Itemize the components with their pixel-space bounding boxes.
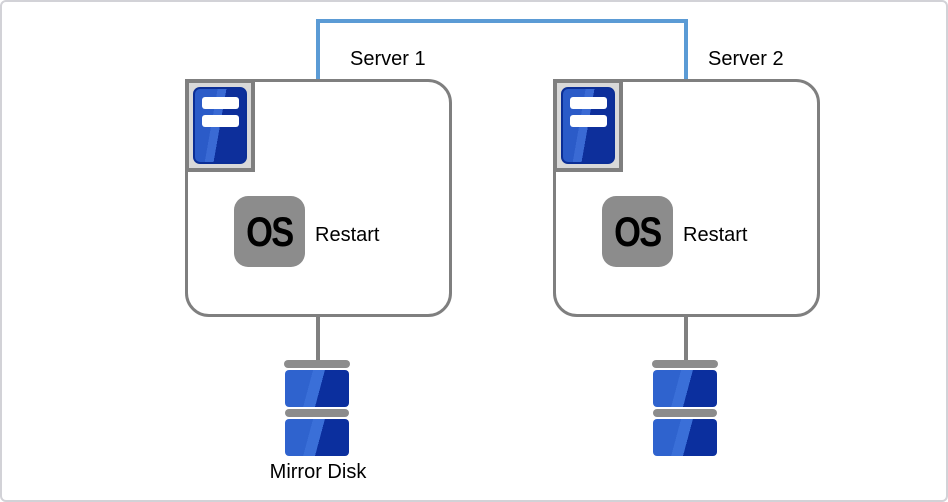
disk-segment — [653, 370, 717, 407]
server1-disk-connector-line — [316, 316, 320, 361]
disk-segment — [653, 419, 717, 456]
mirror-disk-icon — [652, 360, 718, 456]
server-tower-icon — [561, 87, 615, 164]
tower-slot-icon — [570, 115, 607, 127]
server1-restart-label: Restart — [315, 224, 380, 246]
disk-separator — [285, 409, 349, 417]
tower-slot-icon — [202, 115, 239, 127]
os-badge-icon: OS — [234, 196, 305, 267]
server2-icon-frame — [553, 79, 623, 172]
server1-label: Server 1 — [350, 48, 426, 70]
disk-segment — [285, 370, 349, 407]
mirror-disk-label: Mirror Disk — [269, 461, 367, 483]
os-badge-text: OS — [614, 207, 662, 255]
interconnect-line — [316, 19, 688, 79]
server2-disk-connector-line — [684, 316, 688, 361]
os-badge-text: OS — [246, 207, 294, 255]
disk-cap — [652, 360, 718, 368]
server2-restart-label: Restart — [683, 224, 748, 246]
disk-separator — [653, 409, 717, 417]
disk-cap — [284, 360, 350, 368]
os-badge-icon: OS — [602, 196, 673, 267]
tower-slot-icon — [202, 97, 239, 109]
disk-segment — [285, 419, 349, 456]
server1-icon-frame — [185, 79, 255, 172]
tower-slot-icon — [570, 97, 607, 109]
server2-label: Server 2 — [708, 48, 784, 70]
mirror-disk-icon — [284, 360, 350, 456]
server-tower-icon — [193, 87, 247, 164]
